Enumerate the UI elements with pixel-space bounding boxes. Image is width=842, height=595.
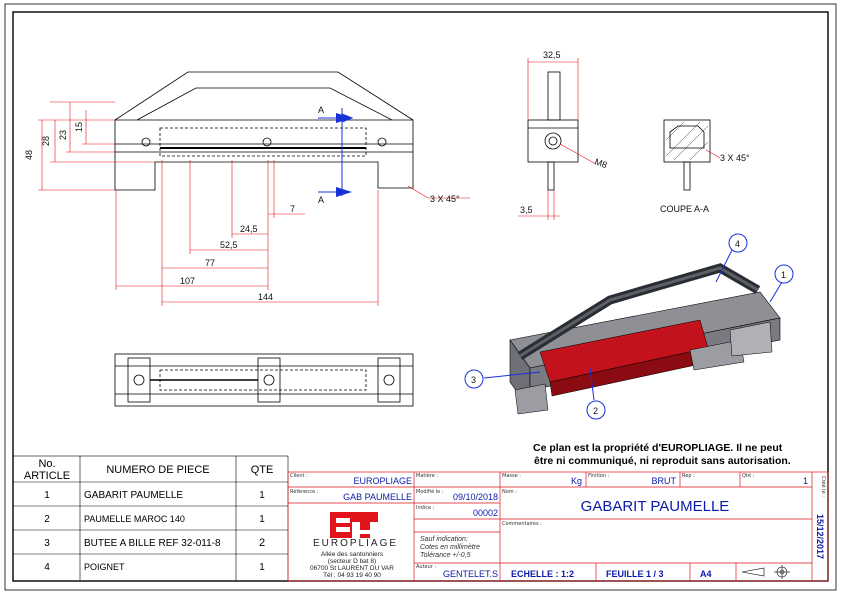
bom-row-1-no: 1: [44, 490, 50, 501]
dim-24-5: 24,5: [240, 224, 258, 234]
tb-address-3: 06700 St LAURENT DU VAR: [310, 565, 394, 572]
tb-rep-label: Rep :: [682, 473, 695, 479]
front-view: A A 3 X 45° 48 28 23 15: [24, 71, 470, 306]
bom-row-3-qty: 2: [259, 537, 265, 549]
tb-tolerance-1: Sauf indication:: [420, 536, 468, 543]
bom-row-4-no: 4: [44, 562, 50, 573]
tb-auteur-label: Auteur :: [416, 564, 436, 570]
chamfer-note-section: 3 X 45°: [720, 153, 750, 163]
notice-line-2: être ni communiqué, ni reproduit sans au…: [534, 455, 791, 467]
tb-masse-unit: Kg: [571, 476, 582, 486]
tb-date: 15/12/2017: [815, 514, 825, 559]
side-view: 32,5 3,5 M8: [518, 50, 608, 220]
tb-finition: BRUT: [652, 476, 677, 486]
tb-client-label: Client :: [290, 473, 308, 479]
bom-row-3-name: BUTEE A BILLE REF 32-011-8: [84, 538, 221, 549]
bom-row-1-qty: 1: [259, 490, 265, 501]
bom-row-2-qty: 1: [259, 514, 265, 525]
tb-reference: GAB PAUMELLE: [343, 492, 412, 502]
bom-header-article: ARTICLE: [24, 470, 70, 482]
bom-header-name: NUMERO DE PIECE: [106, 464, 209, 476]
tb-tolerance-3: Tolérance +/-0,5: [420, 552, 471, 559]
isometric-view: 1 2 3 4: [464, 233, 794, 420]
tb-format: A4: [700, 569, 712, 579]
tb-feuille: FEUILLE 1 / 3: [606, 569, 664, 579]
bom-row-2-name: PAUMELLE MAROC 140: [84, 514, 185, 524]
tb-tolerance-2: Cotes en millimètre: [420, 544, 480, 551]
tb-address-1: Allée des santonniers: [321, 551, 384, 558]
tb-matiere-label: Matière :: [416, 472, 438, 479]
tb-address-2: (secteur D bat 8): [328, 558, 376, 565]
projection-symbol-icon: [741, 565, 790, 579]
dim-28: 28: [41, 136, 51, 146]
section-marker-top: A: [318, 105, 324, 115]
thread-note: M8: [593, 156, 608, 170]
tb-reference-label: Référence :: [290, 488, 319, 495]
bom-header-no: No.: [38, 458, 55, 470]
chamfer-note-front: 3 X 45°: [430, 194, 460, 204]
section-marker-bottom: A: [318, 195, 324, 205]
balloon-2: 2: [593, 406, 598, 416]
balloon-1: 1: [781, 270, 786, 280]
handle-inner: [136, 87, 393, 121]
top-view: [114, 353, 414, 407]
tb-nom-label: Nom :: [502, 489, 517, 495]
tb-auteur: GENTELET.S: [443, 569, 498, 579]
dim-3-5: 3,5: [520, 205, 533, 215]
tb-echelle: ECHELLE : 1:2: [511, 569, 574, 579]
title-block: Client : Référence : Matière : Modifié l…: [287, 471, 829, 582]
bom-row-2-no: 2: [44, 514, 50, 525]
tb-date-label: Créé le :: [820, 476, 827, 497]
dim-48: 48: [24, 150, 34, 160]
bom-row-3-no: 3: [44, 538, 50, 549]
balloon-4: 4: [735, 239, 740, 249]
tb-indice: 00002: [473, 508, 498, 518]
dim-32-5: 32,5: [543, 50, 561, 60]
tb-client: EUROPLIAGE: [353, 476, 412, 486]
bom-row-4-name: POIGNET: [84, 562, 125, 572]
tb-masse-label: Masse :: [502, 473, 521, 479]
tb-finition-label: Finition :: [588, 473, 610, 479]
bom-row-4-qty: 1: [259, 562, 265, 573]
tb-commentaires-label: Commentaires :: [502, 521, 542, 527]
tb-qte: 1: [803, 476, 808, 486]
dim-7: 7: [290, 204, 295, 214]
europliage-logo: EUROPLIAGE: [313, 512, 398, 549]
body-outline: [114, 119, 414, 191]
bom-row-1-name: GABARIT PAUMELLE: [84, 490, 183, 501]
tb-modifie-label: Modifié le :: [416, 488, 444, 495]
tb-address-4: Tél : 04 93 19 40 90: [323, 572, 381, 579]
dim-23: 23: [58, 130, 68, 140]
sheet-outer-frame: [4, 3, 837, 591]
dim-52-5: 52,5: [220, 240, 238, 250]
tb-qte-label: Qté :: [742, 472, 755, 479]
tb-indice-label: Indice :: [416, 505, 435, 511]
tb-modifie: 09/10/2018: [453, 492, 498, 502]
notice-line-1: Ce plan est la propriété d'EUROPLIAGE. I…: [533, 442, 783, 454]
dim-15: 15: [74, 122, 84, 132]
handle-outer: [114, 71, 414, 121]
section-view: 3 X 45° COUPE A-A: [660, 119, 750, 214]
bom-header-qty: QTE: [251, 464, 274, 476]
dim-107: 107: [180, 276, 195, 286]
logo-text: EUROPLIAGE: [313, 538, 398, 549]
tb-nom: GABARIT PAUMELLE: [581, 498, 730, 515]
dim-144: 144: [258, 292, 273, 302]
balloon-3: 3: [471, 375, 476, 385]
dim-77: 77: [205, 258, 215, 268]
coupe-label: COUPE A-A: [660, 204, 709, 214]
